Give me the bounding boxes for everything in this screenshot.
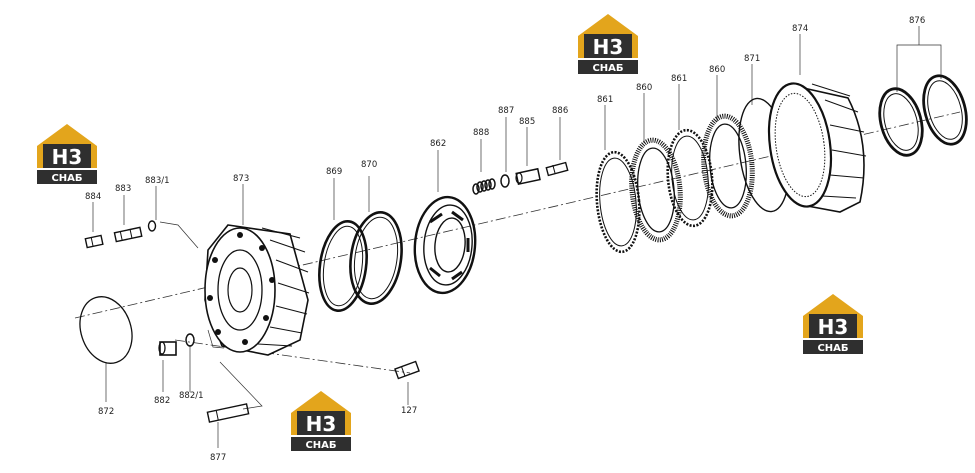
logo-3-big-text: H3 [818,315,849,339]
part-869-ring [318,220,368,312]
part-876-ring-b [922,74,968,146]
label-876: 876 [909,16,925,26]
label-861-b: 861 [671,74,687,84]
lower-axis-line [174,339,411,374]
label-127: 127 [401,406,417,416]
part-873-housing [204,224,310,356]
part-882-1-washer [185,333,195,347]
part-870-ring [349,211,403,305]
label-885: 885 [519,117,535,127]
part-874-drum [767,82,867,213]
label-874: 874 [792,24,808,34]
logo-2-big-text: H3 [52,145,83,169]
part-860-friction-disc [629,137,683,243]
part-883-stud [113,226,143,243]
label-872: 872 [98,407,114,417]
logo-2-small-text: СНАБ [51,173,82,184]
part-888-spring [472,178,496,195]
watermark-logo-2: H3 СНАБ [37,124,97,184]
part-883-1-washer [147,220,157,232]
label-869: 869 [326,167,342,177]
label-882: 882 [154,396,170,406]
label-862: 862 [430,139,446,149]
label-860: 860 [636,83,652,93]
part-885-pin [515,167,541,186]
label-887: 887 [498,106,514,116]
logo-4-big-text: H3 [306,412,337,436]
part-labels: 884 883 883/1 873 872 882 882/1 877 127 … [85,16,925,463]
label-886: 886 [552,106,568,116]
part-887-washer [500,174,510,188]
logo-4-small-text: СНАБ [305,440,336,451]
part-862-piston [413,195,477,295]
part-886-bolt [545,161,569,177]
label-860-b: 860 [709,65,725,75]
label-883-1: 883/1 [145,176,170,186]
part-882-plug [158,341,177,356]
label-877: 877 [210,453,226,463]
part-860-friction-disc-b [701,113,755,219]
leader-lines [92,26,942,448]
part-884-bolt [84,234,104,249]
logo-1-big-text: H3 [593,35,624,59]
watermark-logo-4: H3 СНАБ [291,391,351,451]
label-884: 884 [85,192,101,202]
label-883: 883 [115,184,131,194]
watermark-logo-3: H3 СНАБ [803,294,863,354]
part-877-bolt [206,403,250,423]
label-888: 888 [473,128,489,138]
label-871: 871 [744,54,760,64]
label-873: 873 [233,174,249,184]
label-882-1: 882/1 [179,391,204,401]
part-872-o-ring [79,296,133,364]
part-876-ring-a [878,87,924,157]
watermark-logo-1: H3 СНАБ [578,14,638,74]
label-870: 870 [361,160,377,170]
part-127-screw [394,360,420,380]
label-861-a: 861 [597,95,613,105]
part-861-disc-b [666,128,714,228]
logo-3-small-text: СНАБ [817,343,848,354]
logo-1-small-text: СНАБ [592,63,623,74]
